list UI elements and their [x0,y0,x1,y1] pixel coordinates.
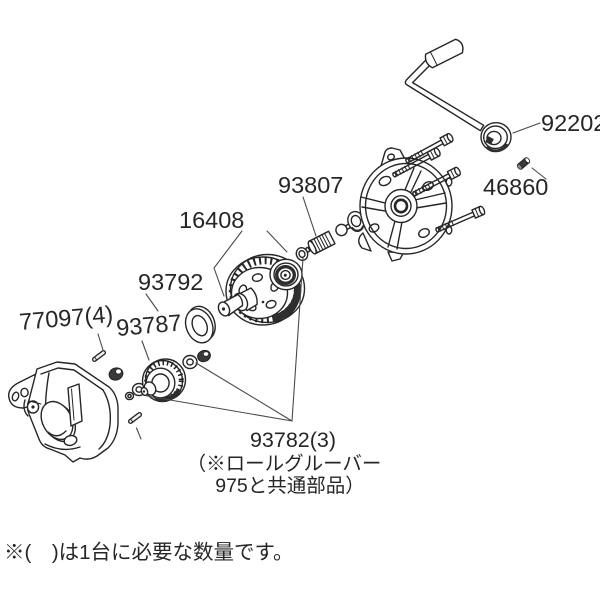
bolt-4 [435,205,486,233]
bearing-race-ring [347,210,365,232]
leader-lines [97,122,547,440]
ball-bearing [269,258,303,291]
part-label-93787: 93787 [115,309,182,341]
dowel-pin-1 [91,350,107,362]
pinion-spline [305,230,336,255]
part-label-93792: 93792 [138,269,203,295]
set-screw [516,157,531,170]
bolt-2 [392,147,441,178]
bearing-cup-left [108,367,124,381]
crank-handle [404,38,485,132]
bearing-cup-right [197,349,211,363]
washer-right [182,354,198,370]
part-label-46860: 46860 [483,174,548,200]
part-label-93782: 93782(3) [250,428,336,452]
shared-note-line1: （※ロールグルーバー [187,453,382,475]
small-gear [140,358,187,403]
quantity-footnote: ※( )は1台に必要な数量です。 [4,541,294,564]
bolt-1 [405,132,454,164]
thrust-washer [184,305,216,344]
part-label-16408: 16408 [179,207,244,233]
shared-note-line2: 975と共通部品） [215,475,365,497]
part-label-92202: 92202 [541,110,600,136]
gear-case-housing [358,147,453,262]
dowel-pin-2 [127,412,143,424]
part-label-93807: 93807 [278,172,343,198]
crank-knob [480,121,512,153]
left-housing-casting [8,361,119,463]
part-label-77097: 77097(4) [18,301,114,335]
bolt-3 [412,166,461,197]
